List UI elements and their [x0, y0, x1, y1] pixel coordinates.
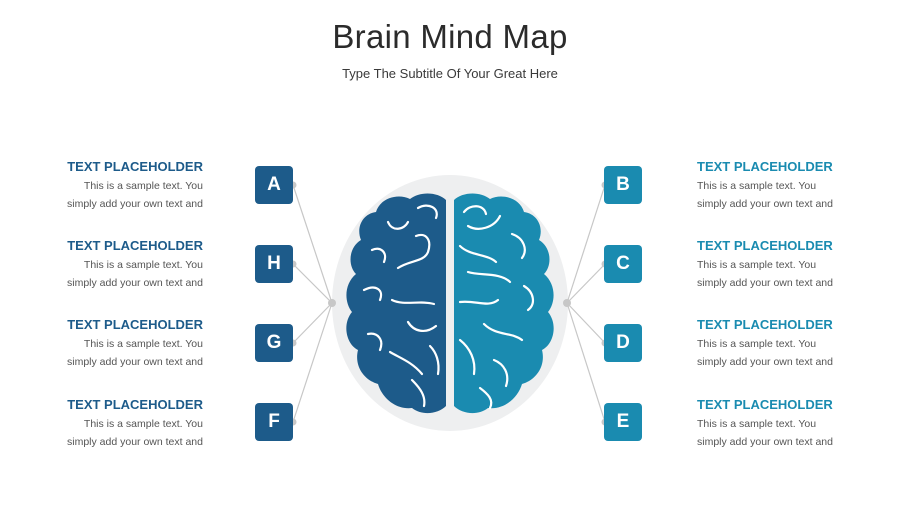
item-body: This is a sample text. You simply add yo… [33, 256, 203, 292]
item-body-line1: This is a sample text. You [697, 180, 817, 192]
item-body-line1: This is a sample text. You [83, 180, 203, 192]
item-heading: TEXT PLACEHOLDER [67, 238, 203, 253]
badge-b: B [604, 166, 642, 204]
item-body-line2: simply add your own text and [67, 356, 203, 368]
left-item-g: TEXT PLACEHOLDER This is a sample text. … [33, 317, 203, 371]
item-body: This is a sample text. You simply add yo… [697, 335, 867, 371]
item-body-line1: This is a sample text. You [83, 418, 203, 430]
left-item-h: TEXT PLACEHOLDER This is a sample text. … [33, 238, 203, 292]
right-item-e: TEXT PLACEHOLDER This is a sample text. … [697, 397, 867, 451]
right-hub-dot [563, 299, 571, 307]
connector-g [292, 302, 333, 344]
left-item-a: TEXT PLACEHOLDER This is a sample text. … [33, 159, 203, 213]
left-item-f: TEXT PLACEHOLDER This is a sample text. … [33, 397, 203, 451]
left-hub-dot [328, 299, 336, 307]
item-body-line1: This is a sample text. You [83, 259, 203, 271]
connector-f [292, 302, 333, 423]
connector-b [566, 184, 606, 304]
item-body-line2: simply add your own text and [67, 277, 203, 289]
left-connectors [292, 184, 333, 423]
badge-f: F [255, 403, 293, 441]
item-heading: TEXT PLACEHOLDER [697, 397, 833, 412]
item-body-line2: simply add your own text and [697, 356, 833, 368]
item-heading: TEXT PLACEHOLDER [67, 317, 203, 332]
item-body: This is a sample text. You simply add yo… [697, 177, 867, 213]
item-body-line2: simply add your own text and [697, 198, 833, 210]
item-body-line1: This is a sample text. You [697, 338, 817, 350]
connector-a [292, 184, 333, 304]
item-heading: TEXT PLACEHOLDER [697, 238, 833, 253]
connector-d [566, 302, 606, 344]
right-item-b: TEXT PLACEHOLDER This is a sample text. … [697, 159, 867, 213]
right-item-d: TEXT PLACEHOLDER This is a sample text. … [697, 317, 867, 371]
right-connectors [566, 184, 606, 423]
item-body-line1: This is a sample text. You [697, 259, 817, 271]
item-heading: TEXT PLACEHOLDER [67, 159, 203, 174]
left-gyri [362, 204, 440, 408]
item-body-line1: This is a sample text. You [697, 418, 817, 430]
item-body: This is a sample text. You simply add yo… [697, 415, 867, 451]
right-gyri [458, 205, 534, 410]
brain-right-hemisphere [454, 193, 554, 414]
item-heading: TEXT PLACEHOLDER [67, 397, 203, 412]
item-body-line2: simply add your own text and [67, 198, 203, 210]
page-subtitle: Type The Subtitle Of Your Great Here [342, 66, 558, 81]
item-body: This is a sample text. You simply add yo… [697, 256, 867, 292]
right-item-c: TEXT PLACEHOLDER This is a sample text. … [697, 238, 867, 292]
connector-e [566, 302, 606, 423]
item-heading: TEXT PLACEHOLDER [697, 159, 833, 174]
page-title: Brain Mind Map [332, 18, 568, 55]
badge-e: E [604, 403, 642, 441]
connector-c [566, 263, 606, 304]
item-body: This is a sample text. You simply add yo… [33, 335, 203, 371]
item-body: This is a sample text. You simply add yo… [33, 177, 203, 213]
item-body: This is a sample text. You simply add yo… [33, 415, 203, 451]
brain-left-hemisphere [346, 193, 446, 414]
connector-h [292, 263, 333, 304]
item-body-line2: simply add your own text and [697, 436, 833, 448]
item-body-line2: simply add your own text and [67, 436, 203, 448]
item-heading: TEXT PLACEHOLDER [697, 317, 833, 332]
badge-c: C [604, 245, 642, 283]
item-body-line1: This is a sample text. You [83, 338, 203, 350]
badge-d: D [604, 324, 642, 362]
badge-h: H [255, 245, 293, 283]
badge-a: A [255, 166, 293, 204]
item-body-line2: simply add your own text and [697, 277, 833, 289]
badge-g: G [255, 324, 293, 362]
